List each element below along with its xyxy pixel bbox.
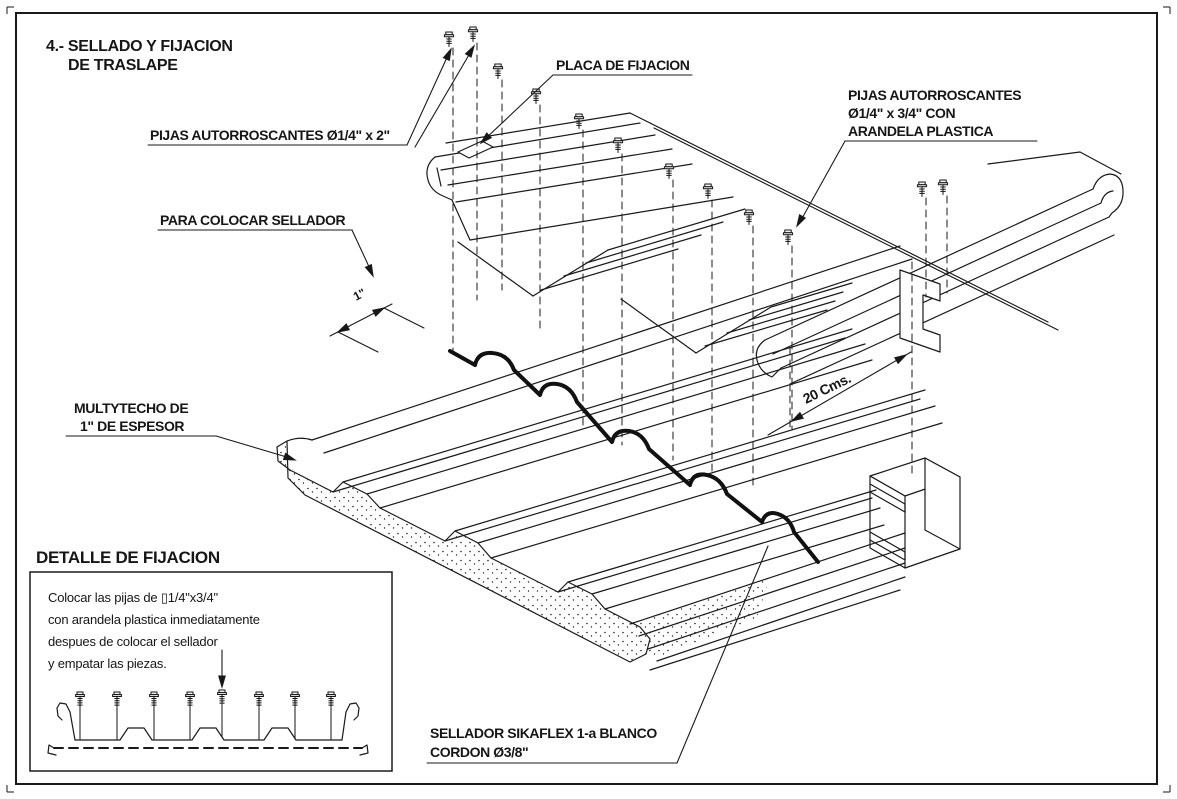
screw-icon — [112, 691, 122, 740]
label-placa-fijacion: PLACA DE FIJACION — [478, 57, 693, 146]
screw-icon — [75, 691, 85, 740]
label-text: Ø1/4" x 3/4" CON — [848, 105, 956, 121]
leader-arrowhead-icon — [218, 675, 226, 688]
screw-icon — [149, 691, 159, 740]
detail-box: DETALLE DE FIJACION Colocar las pijas de… — [29, 548, 393, 772]
lower-panel — [276, 245, 943, 671]
detail-pointer — [218, 649, 226, 688]
detail-note-line1: Colocar las pijas de ▯1/4"x3/4" — [48, 590, 218, 605]
dimension-arrowhead-icon — [894, 351, 909, 364]
corner-tick-icon — [6, 6, 14, 14]
detail-heading: DETALLE DE FIJACION — [36, 548, 220, 567]
label-text: PLACA DE FIJACION — [556, 57, 690, 73]
detail-note-line4: y empatar las piezas. — [48, 656, 167, 671]
dimension-1in: 1" — [329, 286, 425, 353]
label-para-colocar-sellador: PARA COLOCAR SELLADOR — [157, 212, 377, 278]
screw-icon — [443, 31, 455, 48]
panel-section-profile — [47, 702, 369, 756]
detail-note-line3: despues de colocar el sellador — [48, 634, 218, 649]
screw-icon — [937, 179, 949, 196]
clip-bracket — [899, 269, 941, 353]
foam-cut-face — [276, 440, 651, 663]
label-text: MULTYTECHO DE — [74, 400, 188, 416]
isometric-view — [276, 26, 1124, 671]
label-pijas-arandela: PIJAS AUTORROSCANTES Ø1/4" x 3/4" CON AR… — [793, 87, 1038, 229]
drawing-frame — [6, 6, 1171, 793]
fixing-plate — [457, 140, 494, 159]
drawing-title-line1: 4.- SELLADO Y FIJACION — [46, 38, 233, 55]
annotations: 4.- SELLADO Y FIJACION DE TRASLAPE PIJAS… — [46, 38, 1038, 764]
rib-end-cap — [1092, 173, 1124, 218]
leader-arrowhead-icon — [364, 264, 377, 278]
leader-arrowhead-icon — [442, 47, 455, 61]
corner-tick-icon — [1163, 6, 1171, 14]
label-sikaflex: SELLADOR SIKAFLEX 1-a BLANCO CORDON Ø3/8… — [426, 545, 769, 764]
label-text: 1" DE ESPESOR — [80, 418, 184, 434]
label-pijas-2in: PIJAS AUTORROSCANTES Ø1/4" x 2" — [147, 43, 478, 148]
dimension-arrowhead-icon — [335, 323, 350, 336]
label-text: SELLADOR SIKAFLEX 1-a BLANCO — [430, 725, 657, 741]
screw-icon — [782, 229, 794, 246]
purlin-c-channel — [869, 457, 961, 569]
screw-icon — [663, 163, 675, 180]
screw-icon — [326, 691, 336, 740]
screw-icon — [290, 691, 300, 740]
detail-note-line2: con arandela plastica inmediatamente — [48, 612, 260, 627]
screw-icon — [467, 26, 479, 43]
detail-screws — [75, 689, 336, 740]
sealant-bead — [448, 349, 820, 564]
screw-icon — [702, 183, 714, 200]
screw-icon — [743, 209, 755, 226]
leader-arrowhead-icon — [793, 214, 806, 229]
leader-arrowhead-icon — [465, 43, 478, 58]
title-block: 4.- SELLADO Y FIJACION DE TRASLAPE — [46, 38, 233, 74]
corner-tick-icon — [1163, 785, 1171, 793]
screw-icon — [254, 691, 264, 740]
overlap-edge-rib — [755, 151, 1124, 385]
label-text: PIJAS AUTORROSCANTES Ø1/4" x 2" — [150, 127, 390, 143]
screw-icon — [492, 63, 504, 80]
detail-frame — [29, 571, 393, 772]
screw-axis-lines — [452, 42, 948, 491]
screw-icon — [612, 137, 624, 154]
dimension-text: 1" — [351, 286, 368, 304]
dimension-arrowhead-icon — [372, 304, 387, 317]
screw-icon — [916, 181, 928, 198]
screw-icon — [185, 691, 195, 740]
label-text: PARA COLOCAR SELLADOR — [160, 212, 346, 228]
label-text: PIJAS AUTORROSCANTES — [848, 87, 1021, 103]
label-text: CORDON Ø3/8" — [430, 744, 528, 760]
screw-icon — [217, 689, 227, 738]
label-text: ARANDELA PLASTICA — [848, 123, 993, 139]
corner-tick-icon — [6, 785, 14, 793]
drawing-title-line2: DE TRASLAPE — [68, 57, 178, 74]
label-multytecho: MULTYTECHO DE 1" DE ESPESOR — [65, 400, 297, 464]
